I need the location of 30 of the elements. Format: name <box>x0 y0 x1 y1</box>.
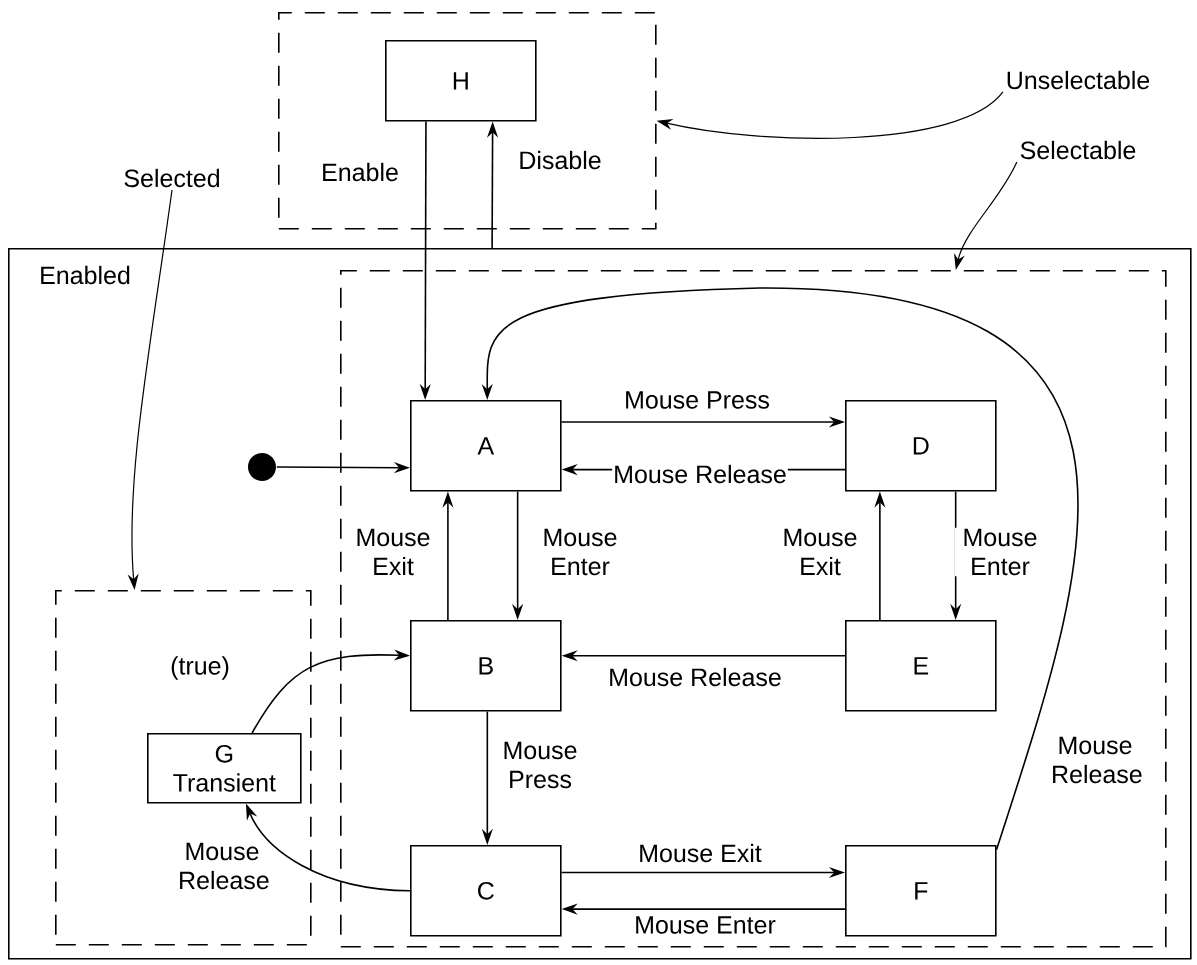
edge-label: Mouse Enter <box>535 527 625 577</box>
edge-label: Mouse Release <box>177 841 269 891</box>
state-box: C <box>410 845 562 937</box>
edge-label: Disable <box>517 149 603 171</box>
edge-label: Mouse Release <box>1050 735 1142 785</box>
edge-label: Mouse Enter <box>633 915 777 935</box>
edge-label: Mouse Enter <box>955 527 1045 577</box>
edge-label: Mouse Press <box>495 740 585 790</box>
dashed-region <box>340 270 1167 948</box>
state-box: H <box>385 40 537 122</box>
edge-label: Mouse Press <box>623 390 771 410</box>
edge-label: (true) <box>169 655 231 681</box>
callout-text: Selectable <box>1020 140 1136 160</box>
state-box: D <box>845 400 997 492</box>
state-box: E <box>845 620 997 712</box>
callout-text: Selected <box>124 168 220 188</box>
initial-dot <box>248 453 276 481</box>
edge-label: Mouse Exit <box>348 527 438 577</box>
edge-label: Mouse Exit <box>775 527 865 577</box>
state-box: A <box>410 400 562 492</box>
state-box: G Transient <box>147 733 302 804</box>
dashed-region <box>55 590 312 946</box>
state-box: F <box>845 845 997 937</box>
callout-text: Unselectable <box>1007 70 1150 90</box>
state-box: B <box>410 620 562 712</box>
edge-label: Mouse Release <box>607 666 783 688</box>
edge-label: Mouse Exit <box>637 842 763 864</box>
edge-label: Enable <box>320 161 400 183</box>
dashed-region <box>278 12 657 230</box>
edge-label: Mouse Release <box>612 463 788 485</box>
